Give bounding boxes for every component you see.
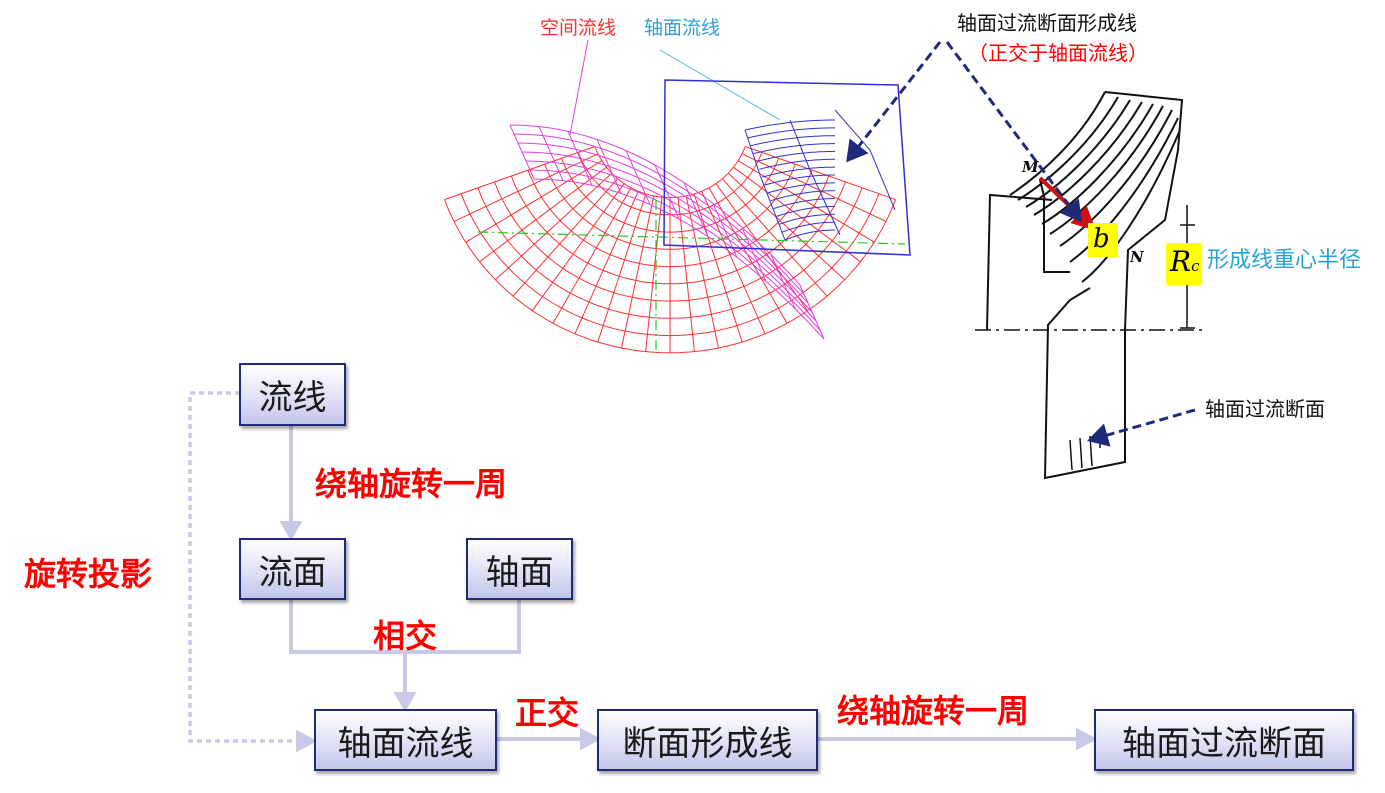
rc-symbol-sub: c [1191,257,1200,275]
rotate-once-label-2: 绕轴旋转一周 [837,692,1030,730]
axial-plane-box[interactable]: 轴面 [466,538,573,600]
rc-symbol-letter: R [1170,245,1192,278]
rotation-projection-label: 旋转投影 [24,555,153,593]
rc-highlight [1166,243,1202,285]
point-m-label: M [1022,158,1039,176]
space-streamline-label: 空间流线 [540,17,617,39]
flow-connectors [188,391,1098,753]
impeller-section [975,91,1205,480]
point-b-label: b [1093,224,1110,254]
point-n-label: N [1130,248,1144,266]
axial-section-callout: 轴面过流断面 [1205,397,1325,421]
axial-streamline-label: 轴面流线 [644,17,721,39]
axial-plane-grid [744,109,896,241]
axial-plane-frame [663,79,911,256]
orthogonal-label: 正交 [515,694,580,732]
forming-line-note: （正交于轴面流线） [968,41,1148,65]
callout-arrows [846,41,1196,447]
stream-surface-grid [444,146,896,354]
rotate-once-label-1: 绕轴旋转一周 [315,465,508,503]
section-line-box[interactable]: 断面形成线 [597,709,818,771]
axial-section-box[interactable]: 轴面过流断面 [1094,709,1354,771]
axial-streamline-box[interactable]: 轴面流线 [314,709,497,771]
intersect-label: 相交 [373,617,438,655]
b-highlight [1088,223,1118,257]
rc-label: 形成线重心半径 [1207,248,1362,273]
stream-surface-box[interactable]: 流面 [239,538,346,600]
forming-line-title: 轴面过流断面形成线 [957,11,1137,35]
rc-symbol: Rc [1170,248,1200,276]
streamline-box[interactable]: 流线 [239,363,346,426]
axis-lines [477,39,906,350]
space-streamline-grid [509,124,825,340]
